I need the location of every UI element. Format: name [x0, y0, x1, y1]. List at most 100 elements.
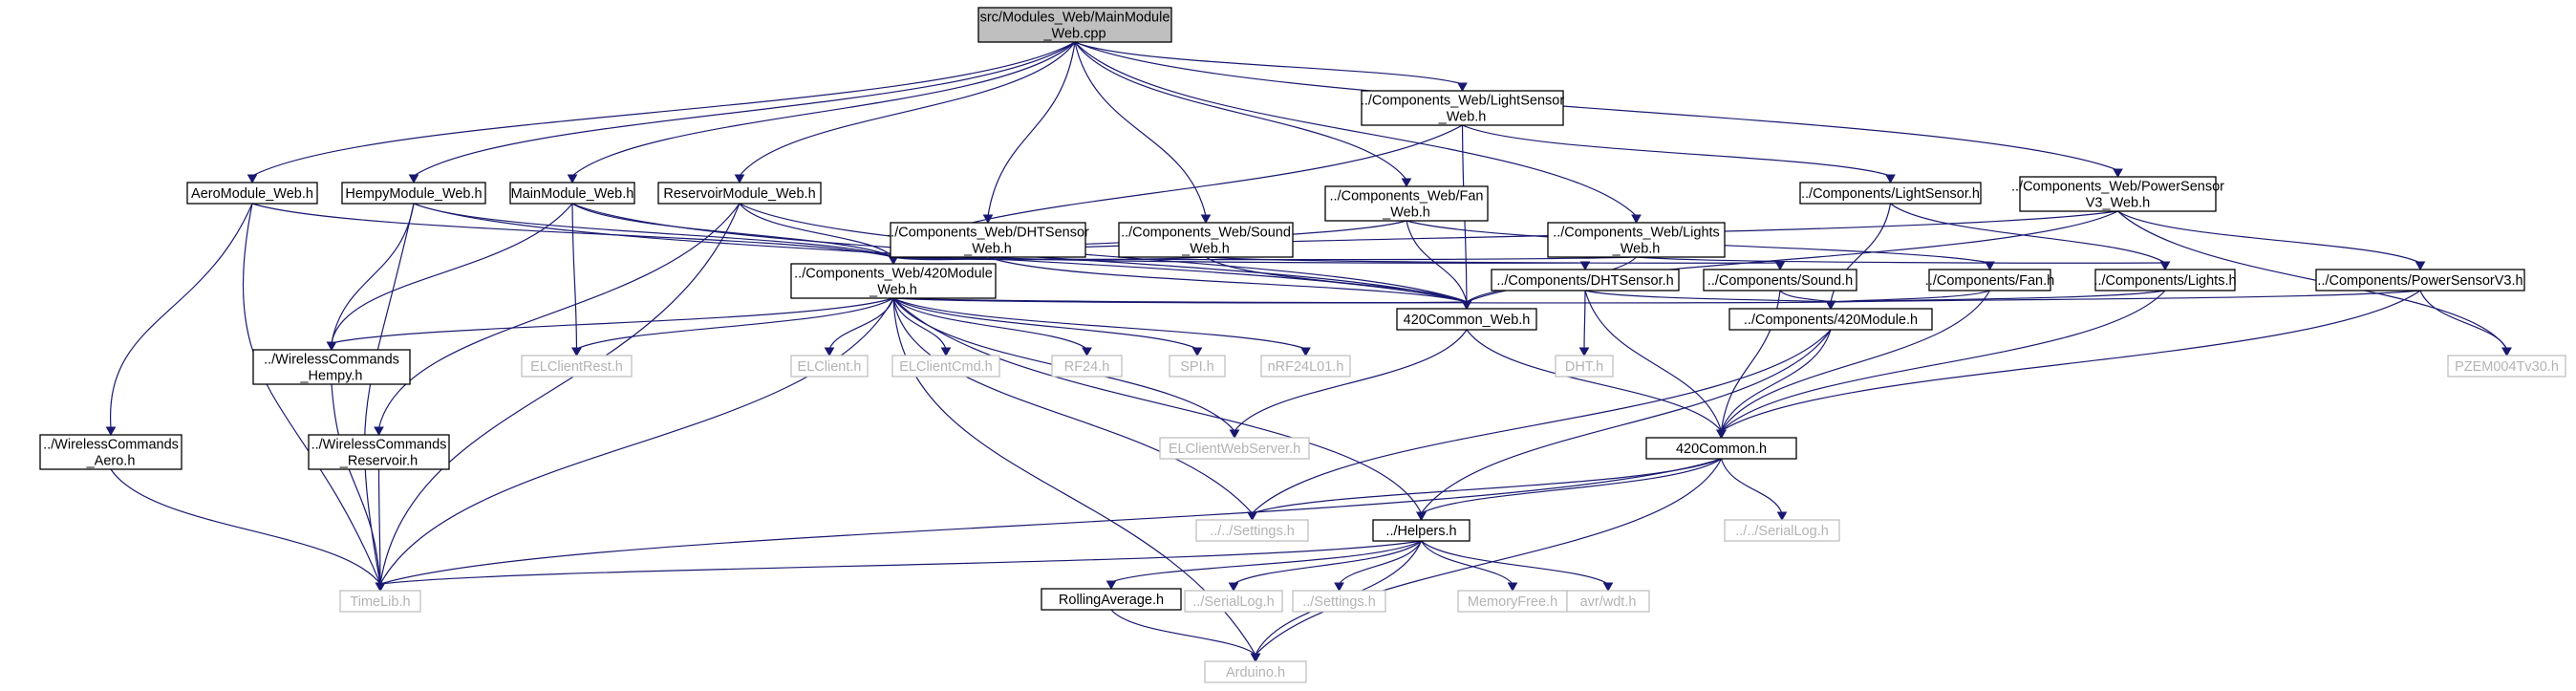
- node-lights[interactable]: ../Components/Lights.h: [2093, 269, 2237, 292]
- edge-wc_aero-to-timelib: [110, 468, 381, 585]
- node-box: [790, 263, 997, 299]
- node-label: ../Helpers.h: [1385, 524, 1456, 539]
- node-label: ../Components_Web/420Module: [794, 267, 993, 282]
- node-rf24: RF24.h: [1051, 355, 1123, 378]
- node-sound[interactable]: ../Components/Sound.h: [1703, 269, 1857, 292]
- edge-helpers-to-rollingavg: [1110, 540, 1422, 583]
- node-powersensorv3[interactable]: ../Components/PowerSensorV3.h: [2315, 269, 2525, 292]
- node-spi: SPI.h: [1169, 355, 1226, 378]
- node-box: [39, 434, 182, 470]
- node-label: ../Components/420Module.h: [1744, 313, 1918, 328]
- node-powersensor-web[interactable]: ../Components_Web/PowerSensorV3_Web.h: [2011, 176, 2224, 212]
- node-box: [790, 355, 869, 378]
- node-label: ../WirelessCommands: [43, 438, 179, 453]
- edge-aero_web-to-wc_aero: [110, 203, 253, 429]
- node-common420-web[interactable]: 420Common_Web.h: [1396, 308, 1537, 331]
- node-memoryfree: MemoryFree.h: [1457, 590, 1568, 613]
- edge-reservoir_web-to-common420_web: [739, 203, 1468, 303]
- node-dhtsensor[interactable]: ../Components/DHTSensor.h: [1491, 269, 1680, 292]
- edge-powersensorv3-to-common420: [1721, 290, 2421, 432]
- node-label: _Web.h: [963, 242, 1012, 257]
- node-lights-web[interactable]: ../Components_Web/Lights_Web.h: [1547, 222, 1726, 258]
- node-box: [657, 182, 822, 205]
- node-nrf24l01: nRF24L01.h: [1260, 355, 1351, 378]
- node-wc-reservoir[interactable]: ../WirelessCommands_Reservoir.h: [308, 434, 450, 470]
- node-root[interactable]: src/Modules_Web/MainModule_Web.cpp: [977, 7, 1172, 43]
- edge-m420_web-to-settings_up: [892, 297, 1253, 514]
- edge-dht_web-to-common420_web: [987, 256, 1468, 303]
- node-box: [1159, 437, 1310, 460]
- edge-lights-to-common420: [1721, 290, 2166, 432]
- node-helpers[interactable]: ../Helpers.h: [1372, 519, 1470, 542]
- edge-arrowhead: [571, 347, 582, 357]
- edge-root-to-reservoir_web: [739, 41, 1076, 177]
- node-fan-web[interactable]: ../Components_Web/Fan_Web.h: [1324, 185, 1489, 222]
- node-reservoir-web[interactable]: ReservoirModule_Web.h: [657, 182, 822, 205]
- edge-arrowhead: [1602, 582, 1614, 593]
- node-label: SPI.h: [1180, 359, 1213, 375]
- edge-arrowhead: [1885, 174, 1896, 184]
- node-label: avr/wdt.h: [1580, 594, 1637, 610]
- node-box: [2094, 269, 2236, 292]
- node-box: [1051, 355, 1123, 378]
- node-box: [1169, 355, 1226, 378]
- node-lightsensor[interactable]: ../Components/LightSensor.h: [1799, 182, 1982, 205]
- node-label: ../Components_Web/DHTSensor: [887, 226, 1089, 241]
- node-main-web[interactable]: MainModule_Web.h: [509, 182, 635, 205]
- node-label: ../Components/Lights.h: [2093, 273, 2236, 289]
- node-label: DHT.h: [1565, 359, 1603, 375]
- edge-arrowhead: [1985, 261, 1995, 271]
- edge-rollingavg-to-arduino: [1110, 609, 1256, 656]
- edge-helpers-to-timelib: [379, 540, 1422, 585]
- node-m420-web[interactable]: ../Components_Web/420Module_Web.h: [790, 263, 997, 299]
- edge-arrowhead: [1776, 511, 1788, 522]
- edge-m420-to-common420: [1720, 329, 1832, 432]
- edge-hempy_web-to-wc_hempy: [331, 203, 415, 344]
- edge-lightsensor-to-lights: [1890, 203, 2166, 264]
- node-label: RollingAverage.h: [1059, 593, 1164, 608]
- node-box: [1566, 590, 1650, 613]
- node-label: _Web.h: [869, 283, 917, 298]
- node-elclientcmd: ELClientCmd.h: [891, 355, 1000, 378]
- edge-root-to-lightsensor_web: [1074, 41, 1463, 85]
- edge-arrowhead: [1191, 347, 1203, 357]
- node-wc-hempy[interactable]: ../WirelessCommands_Hempy.h: [252, 349, 411, 385]
- edge-aero_web-to-timelib: [242, 203, 381, 585]
- edge-arrowhead: [1825, 300, 1836, 311]
- node-aero-web[interactable]: AeroModule_Web.h: [186, 182, 318, 205]
- node-label: nRF24L01.h: [1268, 359, 1344, 375]
- node-label: MemoryFree.h: [1468, 594, 1557, 610]
- node-box: [1799, 182, 1982, 205]
- node-box: [521, 355, 633, 378]
- node-m420[interactable]: ../Components/420Module.h: [1728, 308, 1933, 331]
- node-box: [1041, 588, 1182, 611]
- edge-hempy_web-to-m420_web: [413, 203, 894, 258]
- node-box: [1555, 355, 1614, 378]
- node-fan[interactable]: ../Components/Fan.h: [1925, 269, 2054, 292]
- node-lightsensor-web[interactable]: ../Components_Web/LightSensor_Web.h: [1361, 90, 1565, 126]
- node-label: ../Components/LightSensor.h: [1801, 186, 1980, 202]
- node-wc-aero[interactable]: ../WirelessCommands_Aero.h: [39, 434, 182, 470]
- node-settings-up: ../../Settings.h: [1195, 519, 1309, 542]
- edge-m420_web-to-elclientcmd: [892, 297, 947, 350]
- edge-root-to-sound_web: [1074, 41, 1207, 217]
- node-rollingavg[interactable]: RollingAverage.h: [1041, 588, 1182, 611]
- node-label: _Web.h: [1382, 205, 1430, 221]
- node-box: [1204, 660, 1307, 683]
- node-hempy-web[interactable]: HempyModule_Web.h: [341, 182, 486, 205]
- node-avrwdt: avr/wdt.h: [1566, 590, 1650, 613]
- node-common420[interactable]: 420Common.h: [1645, 437, 1797, 460]
- node-box: [1292, 590, 1386, 613]
- edge-m420_web-to-wc_hempy: [331, 297, 894, 344]
- edge-main_web-to-wc_hempy: [331, 203, 573, 344]
- node-sound-web[interactable]: ../Components_Web/Sound_Web.h: [1118, 222, 1294, 258]
- node-dht-web[interactable]: ../Components_Web/DHTSensor_Web.h: [887, 222, 1089, 258]
- node-box: [341, 182, 486, 205]
- edge-arrowhead: [2501, 347, 2512, 357]
- edge-arrowhead: [1507, 582, 1518, 593]
- edge-m420_web-to-spi: [892, 297, 1198, 350]
- edge-common420-to-timelib: [379, 458, 1722, 585]
- node-dht: DHT.h: [1555, 355, 1614, 378]
- node-box: [1928, 269, 2051, 292]
- edge-m420_web-to-nrf24l01: [892, 297, 1306, 350]
